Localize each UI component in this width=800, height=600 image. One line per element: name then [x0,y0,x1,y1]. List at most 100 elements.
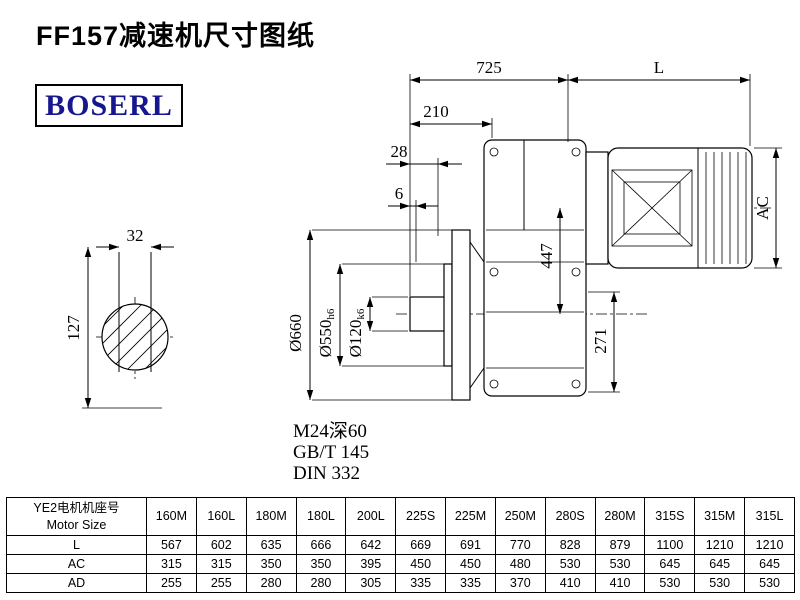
frame-size-header: 315S [644,497,696,536]
frame-size-header: 280M [594,497,646,536]
dia-120-value: Ø120 [346,320,365,358]
value-cell: 410 [594,573,646,593]
thread-notes: M24深60 GB/T 145 DIN 332 [293,420,369,484]
value-cell: 410 [544,573,596,593]
value-cell: 530 [694,573,746,593]
note-gb-standard: GB/T 145 [293,442,369,463]
mounting-spigot [443,263,453,367]
value-cell: 315 [146,554,197,574]
page-title: FF157减速机尺寸图纸 [36,21,316,51]
motor-adapter [585,151,609,265]
value-cell: 567 [146,535,197,555]
value-cell: 280 [245,573,297,593]
value-cell: 645 [744,554,795,574]
bolt-hole [571,147,581,157]
value-cell: 879 [594,535,646,555]
dim-210-label: 210 [423,102,449,121]
bolt-hole [489,147,499,157]
value-cell: 255 [195,573,247,593]
value-cell: 645 [644,554,696,574]
dia-550-tolerance: h6 [325,308,337,320]
frame-size-header: 225M [445,497,496,536]
dim-271: 271 [588,291,620,393]
frame-size-header: 180L [295,497,347,536]
value-cell: 666 [295,535,347,555]
frame-size-header: 225S [395,497,447,536]
dia-550-label: Ø550h6 [316,308,337,357]
value-cell: 828 [544,535,596,555]
dim-210: 210 [410,102,492,128]
gearbox-housing [483,139,587,397]
value-cell: 602 [195,535,247,555]
dimensions: 725 L 210 28 6 [286,58,782,401]
dim-725: 725 [410,58,568,84]
value-cell: 642 [345,535,397,555]
value-cell: 645 [694,554,746,574]
dim-447: 447 [537,208,564,314]
dim-dia-660: Ø660 [286,229,452,401]
shaft-section-circle [101,303,169,371]
frame-size-header: 315L [744,497,795,536]
output-flange [451,229,471,401]
value-cell: 1100 [644,535,696,555]
value-cell: 350 [295,554,347,574]
dim-6: 6 [388,184,438,210]
dim-127: 127 [64,247,162,409]
dim-32: 32 [96,226,174,251]
dim-28: 28 [386,142,462,168]
dim-dia-550: Ø550h6 [316,263,444,367]
value-cell: 450 [395,554,447,574]
bolt-hole [571,379,581,389]
frame-size-header: 280S [544,497,596,536]
dim-6-label: 6 [395,184,404,203]
dim-447-label: 447 [537,243,556,269]
dimension-drawing: 32 127 [64,58,782,484]
fan-cowl-fins [705,152,747,264]
dia-120-tolerance: k6 [355,308,367,320]
value-cell: 395 [345,554,397,574]
row-label: AD [6,573,147,593]
frame-size-header: 160M [146,497,197,536]
dim-dia-120: Ø120k6 [346,296,408,357]
dia-120-label: Ø120k6 [346,308,367,357]
value-cell: 315 [195,554,247,574]
value-cell: 1210 [694,535,746,555]
bolt-hole [489,267,499,277]
row-label: L [6,535,147,555]
dia-660-label: Ø660 [286,314,305,352]
value-cell: 1210 [744,535,795,555]
boserl-logo: BOSERL [35,84,183,127]
dim-AC: AC [753,147,782,269]
value-cell: 305 [345,573,397,593]
frame-size-header: 160L [195,497,247,536]
dim-127-label: 127 [64,315,83,341]
value-cell: 280 [295,573,347,593]
value-cell: 669 [395,535,447,555]
value-cell: 350 [245,554,297,574]
frame-size-header: 180M [245,497,297,536]
frame-size-header: 315M [694,497,746,536]
dim-AC-label: AC [753,196,772,220]
value-cell: 530 [594,554,646,574]
dim-271-label: 271 [591,328,610,354]
shaft-section-view: 32 127 [64,226,176,409]
gearbox-main-view [396,139,772,401]
logo-text: BOSERL [45,88,173,122]
value-cell: 770 [494,535,546,555]
dim-L: L [568,58,750,84]
value-cell: 335 [445,573,496,593]
header-cn: YE2电机机座号 [33,501,120,516]
dia-550-value: Ø550 [316,320,335,358]
bolt-hole [571,267,581,277]
value-cell: 370 [494,573,546,593]
value-cell: 691 [445,535,496,555]
value-cell: 480 [494,554,546,574]
frame-size-header: 250M [494,497,546,536]
